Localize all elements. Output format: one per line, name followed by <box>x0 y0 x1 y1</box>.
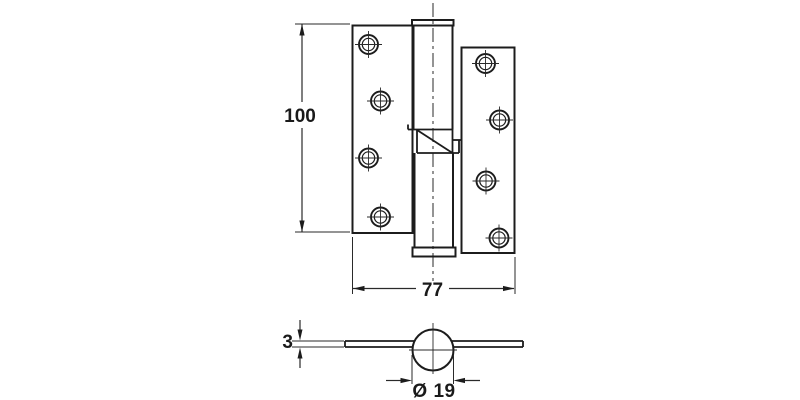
arrowhead-down <box>297 329 303 341</box>
arrowhead-left <box>353 285 365 292</box>
dimension-height-100: 100 <box>284 23 350 233</box>
height-dimension-label: 100 <box>284 106 316 127</box>
arrowhead-right <box>503 285 515 292</box>
dimension-knuckle-diameter-19: Ø 19 <box>386 355 480 400</box>
arrowhead-up <box>297 347 303 359</box>
upper-knuckle <box>411 19 455 130</box>
leaf-profile-right-wing <box>450 340 524 348</box>
arrowhead-left <box>453 377 465 384</box>
dimension-thickness-3: 3 <box>282 320 344 368</box>
width-dimension-label: 77 <box>422 280 443 301</box>
hinge-side-view: 3 Ø 19 <box>282 320 524 400</box>
hinge-front-view: 100 77 <box>284 3 516 301</box>
leaf-profile-left-wing <box>344 340 416 348</box>
knuckle-diameter-label: Ø 19 <box>412 381 455 400</box>
cam-diagonal <box>416 129 453 154</box>
arrowhead-right <box>400 377 412 384</box>
lower-knuckle <box>411 153 457 258</box>
arrowhead-down <box>299 220 305 232</box>
dimension-width-77: 77 <box>352 237 516 301</box>
right-leaf <box>460 46 516 254</box>
left-leaf <box>351 24 414 234</box>
arrowhead-up <box>299 24 305 36</box>
thickness-dimension-label: 3 <box>282 332 293 353</box>
